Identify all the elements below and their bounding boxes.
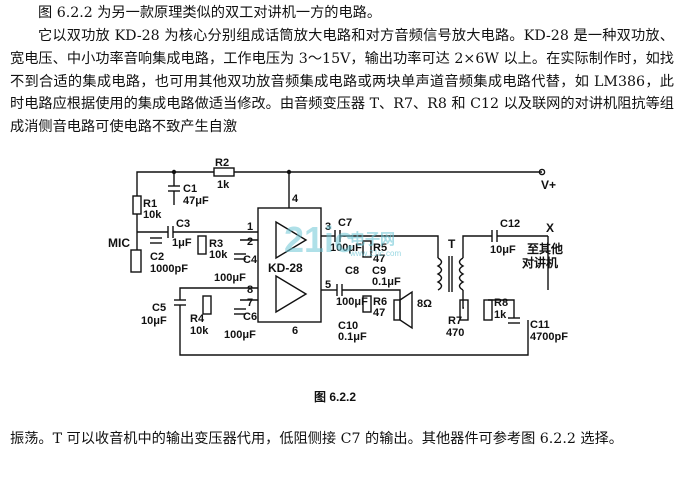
value-r5: 47 bbox=[373, 253, 385, 265]
label-output-x: X bbox=[546, 221, 554, 235]
speaker-cone bbox=[399, 290, 413, 330]
value-c12: 10μF bbox=[490, 244, 516, 256]
value-c2: 1000pF bbox=[150, 263, 188, 275]
value-r8: 1k bbox=[494, 309, 507, 321]
label-c6: C6 bbox=[243, 311, 257, 323]
label-c2: C2 bbox=[150, 251, 164, 263]
label-c9: C9 bbox=[372, 265, 386, 277]
pin-8: 8 bbox=[247, 284, 253, 296]
pin-6: 6 bbox=[292, 325, 298, 337]
label-output-note-2: 对讲机 bbox=[522, 255, 558, 270]
microphone-symbol bbox=[130, 249, 142, 273]
label-c11: C11 bbox=[530, 319, 550, 331]
wire-secondary-top bbox=[462, 235, 492, 258]
label-c5: C5 bbox=[152, 302, 166, 314]
intro-paragraph: 图 6.2.2 为另一款原理类似的双工对讲机一方的电路。 bbox=[38, 5, 382, 21]
value-r6: 47 bbox=[373, 307, 385, 319]
resistor-r7 bbox=[459, 299, 469, 321]
label-r3: R3 bbox=[209, 238, 223, 250]
value-r4: 10k bbox=[190, 325, 209, 337]
value-speaker: 8Ω bbox=[417, 298, 432, 310]
resistor-r2 bbox=[213, 167, 235, 177]
transformer-secondary bbox=[458, 257, 465, 291]
ic-label: KD-28 bbox=[268, 261, 303, 275]
label-c7: C7 bbox=[338, 217, 352, 229]
wire-c7-transformer bbox=[340, 235, 439, 258]
value-r2: 1k bbox=[217, 179, 230, 191]
resistor-r6 bbox=[362, 295, 372, 313]
wire-c11 bbox=[488, 299, 515, 318]
watermark-url: www.21ic.com bbox=[349, 249, 401, 258]
pin-2: 2 bbox=[247, 236, 253, 248]
wire-to-speaker bbox=[342, 289, 401, 300]
watermark-subtitle: 电子网 bbox=[350, 230, 395, 248]
label-transformer: T bbox=[448, 237, 456, 251]
wire-pin8 bbox=[179, 287, 258, 300]
amplifier-1-triangle bbox=[275, 220, 308, 260]
label-vplus: V+ bbox=[541, 178, 556, 192]
pin-7: 7 bbox=[247, 297, 253, 309]
amplifier-2-triangle bbox=[275, 274, 308, 314]
value-c9: 0.1μF bbox=[372, 276, 401, 288]
value-c5: 10μF bbox=[141, 315, 167, 327]
pin-5: 5 bbox=[325, 279, 331, 291]
label-c12: C12 bbox=[500, 218, 520, 230]
value-c11: 4700pF bbox=[530, 331, 568, 343]
value-r3: 10k bbox=[209, 249, 228, 261]
label-mic: MIC bbox=[108, 236, 130, 250]
value-c7: 100μF bbox=[330, 242, 362, 254]
label-c8: C8 bbox=[345, 265, 359, 277]
value-c7b: 100μF bbox=[336, 296, 368, 308]
wire-feedback-loop bbox=[179, 305, 529, 356]
supply-terminal bbox=[538, 168, 546, 176]
figure-caption: 图 6.2.2 bbox=[314, 390, 356, 404]
label-r4: R4 bbox=[190, 313, 205, 325]
label-c4: C4 bbox=[243, 254, 258, 266]
value-c10: 0.1μF bbox=[338, 331, 367, 343]
value-c6: 100μF bbox=[224, 329, 256, 341]
transformer-primary bbox=[436, 257, 443, 291]
value-r1: 10k bbox=[143, 209, 162, 221]
value-c4: 100μF bbox=[214, 272, 246, 284]
label-r8: R8 bbox=[494, 297, 508, 309]
continuation-paragraph: 振荡。T 可以收音机中的输出变压器代用，低阻侧接 C7 的输出。其他器件可参考图… bbox=[10, 431, 623, 447]
resistor-r8 bbox=[483, 299, 493, 321]
label-c10: C10 bbox=[338, 320, 358, 332]
label-r2: R2 bbox=[215, 157, 229, 169]
watermark-logo: 21ic bbox=[284, 219, 354, 260]
label-c1: C1 bbox=[183, 183, 197, 195]
value-c3: 1μF bbox=[172, 237, 192, 249]
speaker-symbol bbox=[393, 299, 401, 321]
resistor-r1 bbox=[132, 195, 142, 215]
pin-1: 1 bbox=[247, 221, 253, 233]
pin-3: 3 bbox=[325, 221, 331, 233]
label-r5: R5 bbox=[373, 242, 387, 254]
resistor-r4 bbox=[202, 295, 212, 315]
resistor-r3 bbox=[197, 235, 207, 255]
label-r1: R1 bbox=[143, 198, 157, 210]
body-paragraph: 它以双功放 KD-28 为核心分别组成话筒放大电路和对方音频信号放大电路。KD-… bbox=[10, 28, 674, 136]
wire-top-left bbox=[136, 171, 214, 180]
value-r7: 470 bbox=[446, 327, 464, 339]
pin-4: 4 bbox=[292, 193, 299, 205]
resistor-r5 bbox=[362, 240, 372, 258]
label-r7: R7 bbox=[448, 315, 462, 327]
label-r6: R6 bbox=[373, 296, 387, 308]
label-c3: C3 bbox=[176, 218, 190, 230]
label-output-note-1: 至其他 bbox=[527, 241, 563, 256]
wire-to-r7 bbox=[462, 290, 464, 309]
value-c1: 47μF bbox=[183, 195, 209, 207]
